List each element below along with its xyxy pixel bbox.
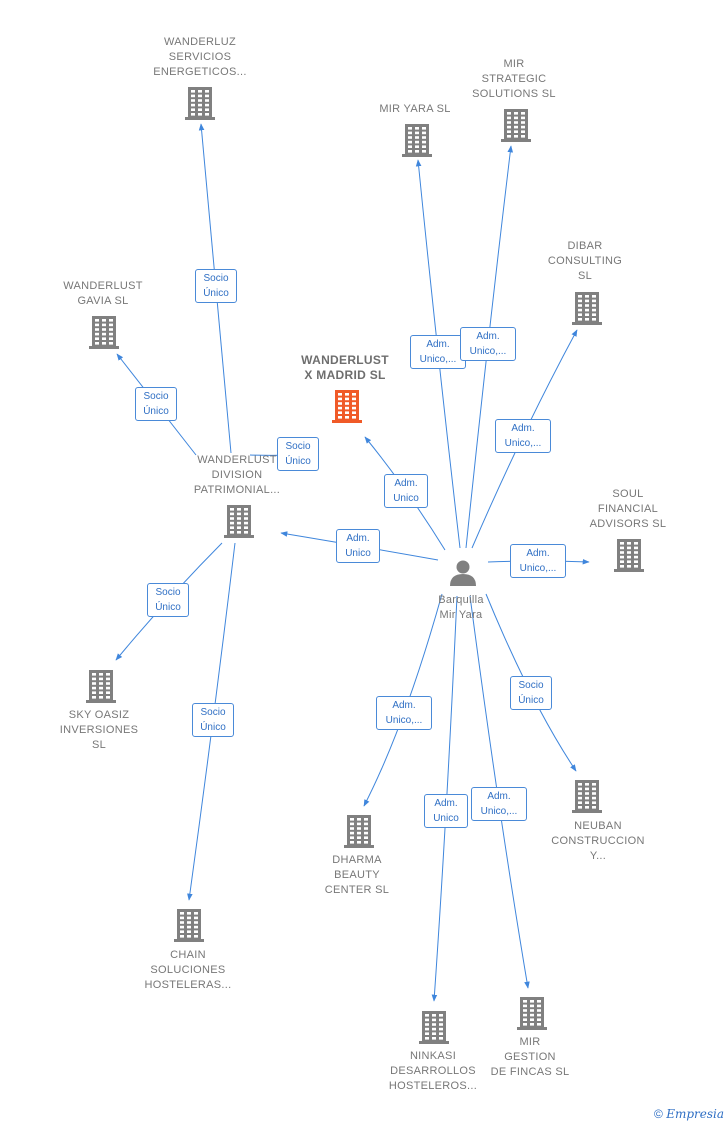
node-label-division[interactable]: WANDERLUST DIVISION PATRIMONIAL...	[193, 454, 281, 496]
building-icon[interactable]	[572, 292, 602, 325]
node-label-chain[interactable]: CHAIN SOLUCIONES HOSTELERAS...	[144, 949, 232, 991]
person-icon[interactable]	[450, 560, 476, 587]
edge-label-person-xmadrid: Adm. Unico	[384, 474, 428, 508]
building-icon[interactable]	[419, 1011, 449, 1044]
edge-label-person-division: Adm. Unico	[336, 529, 380, 563]
building-icon[interactable]	[86, 670, 116, 703]
building-icon[interactable]	[344, 815, 374, 848]
building-icon[interactable]	[572, 780, 602, 813]
node-label-mir_yara[interactable]: MIR YARA SL	[379, 103, 451, 115]
watermark: © Empresia	[654, 1107, 724, 1121]
edge-label-person-dharma: Adm. Unico,...	[376, 696, 432, 730]
node-label-ninkasi[interactable]: NINKASI DESARROLLOS HOSTELEROS...	[388, 1050, 478, 1092]
building-icon[interactable]	[332, 390, 362, 423]
building-icon[interactable]	[501, 109, 531, 142]
node-label-mir_strategic[interactable]: MIR STRATEGIC SOLUTIONS SL	[472, 58, 556, 100]
node-label-dharma[interactable]: DHARMA BEAUTY CENTER SL	[324, 854, 390, 896]
building-icon[interactable]	[402, 124, 432, 157]
node-label-xmadrid[interactable]: WANDERLUST X MADRID SL	[301, 353, 389, 382]
node-label-wanderluz[interactable]: WANDERLUZ SERVICIOS ENERGETICOS...	[153, 36, 247, 78]
node-label-soul[interactable]: SOUL FINANCIAL ADVISORS SL	[589, 488, 667, 530]
node-label-neuban[interactable]: NEUBAN CONSTRUCCION Y...	[551, 820, 645, 862]
building-icon[interactable]	[89, 316, 119, 349]
edge-label-person-mir_yara: Adm. Unico,...	[410, 335, 466, 369]
edge-label-division-xmadrid: Socio Único	[277, 437, 319, 471]
building-icon[interactable]	[185, 87, 215, 120]
edge-label-person-soul: Adm. Unico,...	[510, 544, 566, 578]
node-label-sky[interactable]: SKY OASIZ INVERSIONES SL	[59, 709, 139, 751]
edge-label-person-dibar: Adm. Unico,...	[495, 419, 551, 453]
edge-label-division-chain: Socio Único	[192, 703, 234, 737]
node-label-gavia[interactable]: WANDERLUST GAVIA SL	[63, 280, 143, 307]
node-label-person[interactable]: Barquilla Mir Yara	[438, 594, 484, 621]
edge-label-division-sky: Socio Único	[147, 583, 189, 617]
edge-label-division-wanderluz: Socio Único	[195, 269, 237, 303]
edge-label-person-neuban: Socio Único	[510, 676, 552, 710]
building-icon[interactable]	[614, 539, 644, 572]
brand-logo: Empresia	[666, 1107, 724, 1121]
building-icon[interactable]	[174, 909, 204, 942]
copyright-icon: ©	[654, 1107, 663, 1121]
building-icon[interactable]	[224, 505, 254, 538]
edge-label-person-ninkasi: Adm. Unico	[424, 794, 468, 828]
building-icon[interactable]	[517, 997, 547, 1030]
edge-label-person-mir_gestion: Adm. Unico,...	[471, 787, 527, 821]
edge-label-division-gavia: Socio Único	[135, 387, 177, 421]
node-label-mir_gestion[interactable]: MIR GESTION DE FINCAS SL	[490, 1036, 570, 1078]
node-label-dibar[interactable]: DIBAR CONSULTING SL	[547, 240, 623, 282]
edge-label-person-mir_strategic: Adm. Unico,...	[460, 327, 516, 361]
